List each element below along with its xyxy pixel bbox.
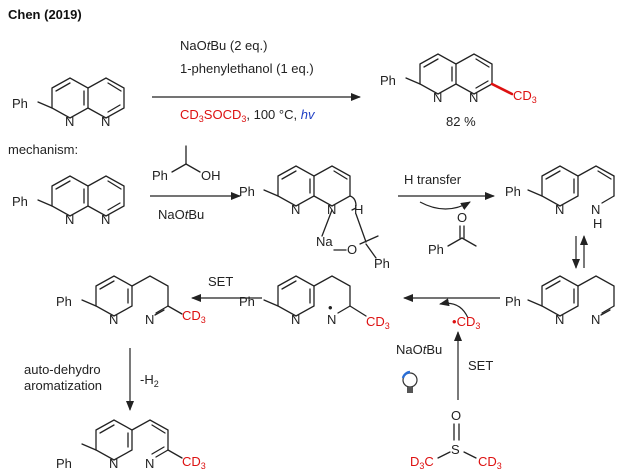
nitrogen-label: N	[291, 202, 300, 217]
cd3-group: CD3	[182, 454, 206, 470]
solvent-conditions: CD3SOCD3, 100 °C, hv	[180, 107, 316, 124]
phenyl-label: Ph	[505, 184, 521, 199]
nitrogen-label: N	[469, 90, 478, 105]
base-naotbu-2: NaOtBu	[396, 342, 442, 357]
auto-dehydro-label: auto-dehydro	[24, 362, 101, 377]
phenylethanol-structure: Ph OH	[152, 145, 221, 183]
dihydro-naphthyridine-imine: Ph N N	[505, 275, 615, 327]
starting-naphthyridine: Ph N N	[12, 77, 125, 129]
base-naotbu: NaOtBu	[158, 207, 204, 222]
product-naphthyridine: Ph N N CD3	[380, 53, 537, 105]
hydrogen-label: H	[354, 202, 363, 217]
oxygen-label: O	[457, 210, 467, 225]
cd3-group: CD3	[366, 314, 390, 331]
nitrogen-label: N	[555, 312, 564, 327]
mechanism-label: mechanism:	[8, 142, 78, 157]
ring-bonds	[37, 77, 125, 119]
oxygen-label: O	[451, 408, 461, 423]
reagent-naotbu: NaOtBu (2 eq.)	[180, 38, 267, 53]
dmso-d6-structure: O S D3C CD3	[410, 408, 502, 470]
nitrogen-label: N	[327, 202, 336, 217]
reagent-phenylethanol: 1-phenylethanol (1 eq.)	[180, 61, 314, 76]
nitrogen-label: N	[555, 202, 564, 217]
nitrogen-label: N	[65, 114, 74, 129]
dihydro-cd3-product: Ph N N CD3	[56, 275, 206, 327]
cd3-group: CD3	[478, 454, 502, 470]
phenyl-label: Ph	[12, 194, 28, 209]
nitrogen-label: N	[109, 312, 118, 327]
phenyl-label: Ph	[374, 256, 390, 271]
mech-naphthyridine-1: Ph N N	[12, 175, 125, 227]
phenyl-label: Ph	[12, 96, 28, 111]
hydrogen-label: H	[593, 216, 602, 231]
nitrogen-label: N	[327, 312, 336, 327]
alkoxide-complex: Ph N N H Na O Ph	[239, 165, 390, 271]
phenyl-label: Ph	[380, 73, 396, 88]
radical-dot: •	[328, 300, 333, 315]
phenyl-label: Ph	[152, 168, 168, 183]
cd3-group: CD3	[182, 308, 206, 325]
yield-label: 82 %	[446, 114, 476, 129]
d3c-group: D3C	[410, 454, 434, 470]
hydroxyl-label: OH	[201, 168, 221, 183]
phenyl-label: Ph	[56, 456, 72, 470]
final-product-naphthyridine: Ph N N CD3	[56, 419, 206, 470]
nitrogen-label: N	[291, 312, 300, 327]
nitrogen-label: N	[65, 212, 74, 227]
scheme-title: Chen (2019)	[8, 7, 82, 22]
phenyl-label: Ph	[56, 294, 72, 309]
sulfur-label: S	[451, 442, 460, 457]
new-cd3-bond	[490, 82, 514, 96]
set-label-2: SET	[468, 358, 493, 373]
light-bulb-icon	[401, 370, 418, 393]
curved-arrow-radical	[439, 298, 469, 319]
oxygen-label: O	[347, 242, 357, 257]
set-label-1: SET	[208, 274, 233, 289]
nitrogen-label: N	[145, 456, 154, 470]
cd3-group: CD3	[513, 88, 537, 105]
h-transfer-label: H transfer	[404, 172, 462, 187]
nitrogen-label: N	[101, 212, 110, 227]
sodium-label: Na	[316, 234, 333, 249]
phenyl-label: Ph	[428, 242, 444, 257]
cd3-radical: •CD3	[452, 314, 480, 331]
nitrogen-label: N	[591, 202, 600, 217]
nitrogen-label: N	[101, 114, 110, 129]
curved-arrow-acetophenone	[419, 201, 471, 210]
phenyl-label: Ph	[239, 184, 255, 199]
dihydro-naphthyridine-nh: Ph N N H	[505, 165, 615, 231]
aminyl-radical-intermediate: Ph N N • CD3	[239, 275, 390, 331]
acetophenone-structure: O Ph	[428, 210, 477, 257]
nitrogen-label: N	[145, 312, 154, 327]
aromatization-label: aromatization	[24, 378, 102, 393]
phenyl-label: Ph	[505, 294, 521, 309]
nitrogen-label: N	[433, 90, 442, 105]
phenyl-label: Ph	[239, 294, 255, 309]
minus-h2-label: -H2	[140, 372, 159, 389]
nitrogen-label: N	[591, 312, 600, 327]
nitrogen-label: N	[109, 456, 118, 470]
